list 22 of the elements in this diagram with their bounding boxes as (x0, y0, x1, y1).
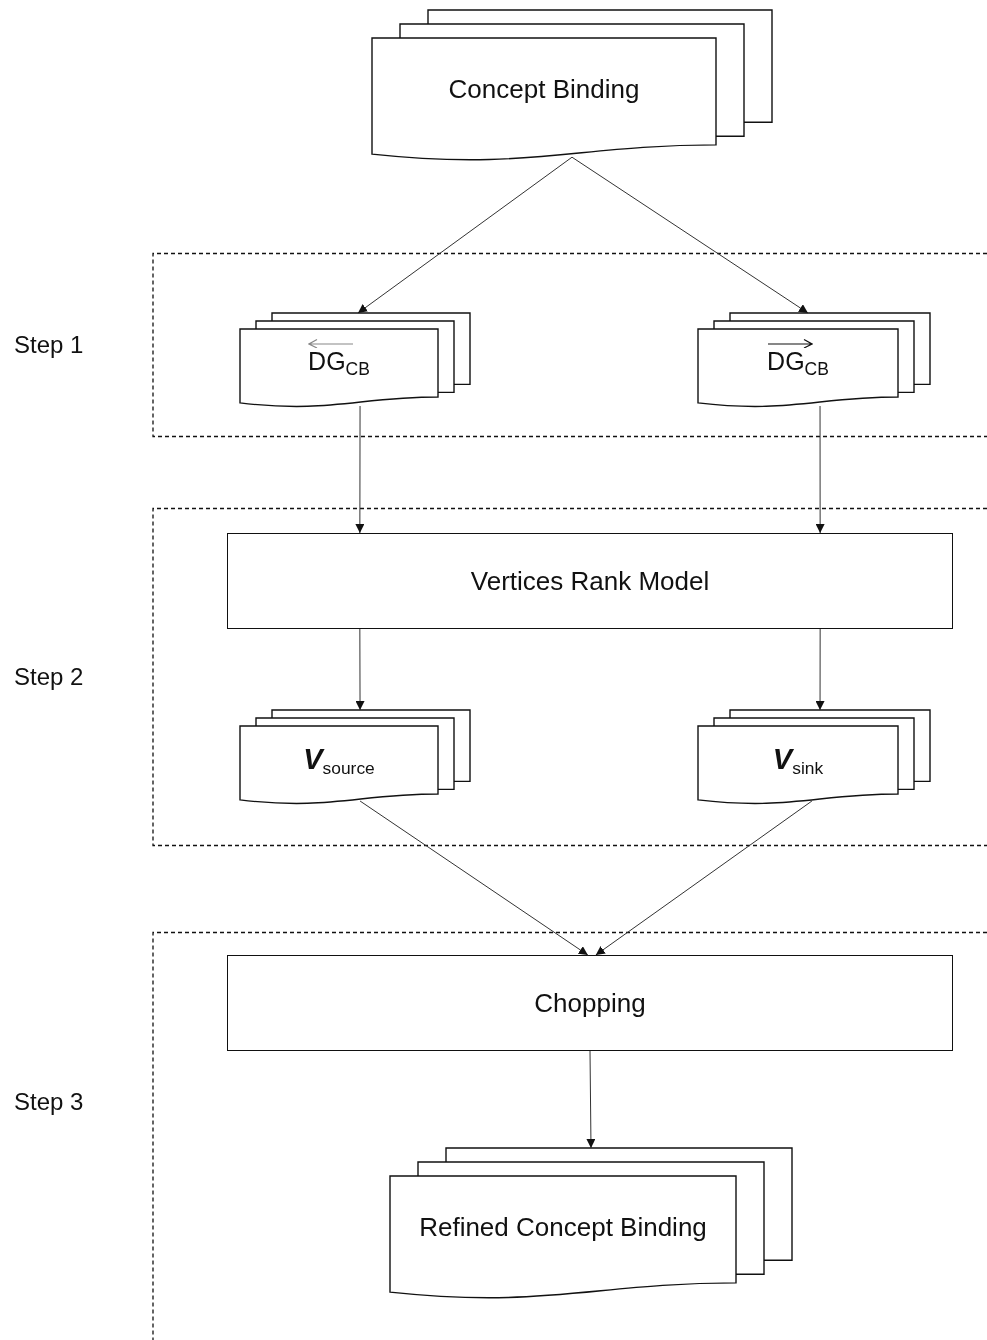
document-label: V$_{sink}$ (772, 741, 824, 780)
arrow (586, 1050, 596, 1149)
step-label: Step 3 (13, 1087, 84, 1117)
document-label: Refined Concept Binding (419, 1211, 707, 1244)
arrow (359, 800, 589, 956)
document-label: Concept Binding (448, 73, 640, 106)
step-label: Step 1 (13, 330, 84, 360)
document-label: DG$_{CB}$ (767, 345, 829, 381)
document-label: DG$_{CB}$ (308, 345, 370, 381)
arrow (815, 628, 825, 711)
arrow (355, 405, 365, 534)
arrow (571, 156, 809, 314)
process-box (227, 955, 953, 1051)
arrow (595, 800, 813, 956)
process-label: Chopping (534, 986, 646, 1020)
arrow (355, 628, 365, 711)
arrow (815, 405, 825, 534)
document-label: V$_{source}$ (303, 741, 375, 780)
step-label: Step 2 (13, 662, 84, 692)
arrow (357, 156, 573, 314)
process-box (227, 533, 953, 629)
process-label: Vertices Rank Model (470, 564, 710, 598)
